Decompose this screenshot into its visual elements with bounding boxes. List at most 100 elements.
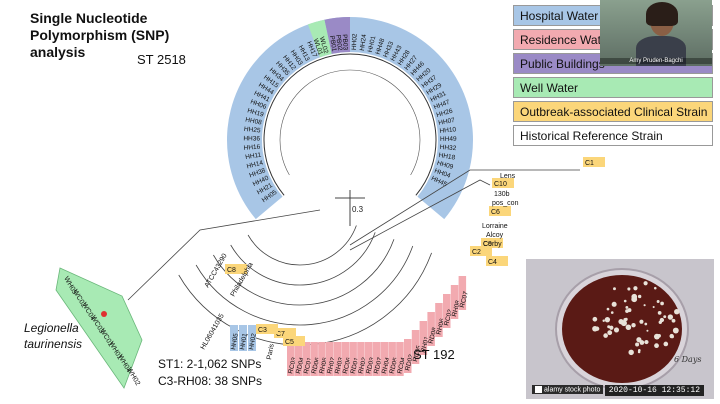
residence-box-RC02 [443,294,451,328]
tip-HH48-28: HH48 [375,37,387,55]
colony [643,281,648,286]
colony [644,322,648,326]
colony [604,316,611,323]
st192-arc-1 [230,232,376,286]
colony [609,325,614,330]
colony [652,305,655,309]
tip-Alcoy: Alcoy [486,232,504,239]
tip-HH01-27: HH01 [367,35,378,53]
colony [627,287,631,291]
tip-pos_con: pos_con [492,200,519,207]
clinical-box-C8 [225,264,247,274]
colony [623,299,627,303]
tip-HH10-41: HH10 [439,126,457,135]
tip-C4: C4 [488,259,497,266]
tip-RH05: RH05 [318,356,329,374]
snp-stats-c3: C3-RH08: 38 SNPs [158,374,263,388]
colony [659,317,665,323]
clinical-box-C9 [481,238,503,248]
tip-RH08: RH08 [451,299,462,317]
colony [592,325,598,332]
tip-RH03: RH03 [334,356,345,374]
residence-box-RD04 [294,342,303,376]
st192-arc-3 [195,245,414,326]
tip-RH07: RH07 [326,356,337,374]
colony [636,337,642,343]
tip-RC07: RC07 [459,290,470,308]
participant-hair-icon [646,2,678,26]
tip-RC04: RC04 [396,356,407,374]
colony [646,329,649,332]
residence-box-RH05 [318,342,326,376]
colony [653,286,657,290]
colony [663,315,667,319]
st2518-arc [263,53,437,196]
tip-RC06: RC06 [342,356,353,374]
residence-box-RD07 [372,342,381,376]
tip-RC01: RC01 [303,356,314,374]
tip-RH01: RH01 [420,335,431,353]
residence-box-RH06 [435,303,443,337]
st2518-inner-arc [279,69,421,176]
legend-reference-strain: Historical Reference Strain [513,125,713,146]
colony [613,327,620,333]
residence-box-RC07 [458,276,467,310]
tip-C6: C6 [491,209,500,216]
petri-dish-image [555,268,689,390]
tip-Corby: Corby [483,241,502,248]
colony [602,319,605,322]
st-192-label: ST 192 [413,347,455,362]
hospital-band [227,16,474,220]
tip-PB03: PB03 [341,34,349,51]
branch-c1 [349,169,580,246]
tip-HH11-5: HH11 [245,152,262,162]
tip-HH49-42: HH49 [440,136,457,143]
colony [631,293,638,300]
well-cluster-band [55,267,143,389]
residence-box-RH07 [326,342,334,376]
taurinensis-branch [127,209,321,301]
colony [671,318,676,323]
colony [663,341,669,347]
tip-HH08-9: HH08 [245,117,263,127]
tip-HH16-6: HH16 [243,144,260,152]
tip-RD06: RD06 [311,356,322,374]
tip-HH26-39: HH26 [436,108,454,119]
tip-RD03: RD03 [365,356,376,374]
colony [625,309,629,313]
participant-name: Amy Pruden-Bagchi [600,58,712,64]
residence-box-RH02 [357,342,365,376]
tip-RC03: RC03 [287,356,298,374]
colony [613,287,616,291]
tip-PB02: PB02 [334,34,343,51]
clinical-box-C4 [486,256,508,266]
colony [667,314,674,320]
clinical-box-C1 [583,157,605,167]
tip-RD07: RD07 [373,356,384,374]
colony [660,301,664,306]
participant-body-icon [636,36,686,66]
tip-C1: C1 [585,160,594,167]
colony [592,316,598,322]
handwriting-label: 6 Days [674,355,702,364]
residence-box-RD01 [349,342,357,376]
residence-box-RC04 [396,342,404,376]
tip-HH09-45: HH09 [436,160,454,171]
residence-box-RC03 [287,342,295,376]
colony [633,286,638,291]
tip-HH02-25: HH02 [351,33,359,50]
video-thumbnail[interactable]: Amy Pruden-Bagchi [600,0,712,66]
colony [625,324,632,331]
colony [625,305,629,309]
colony [631,323,636,328]
residence-box-RD06 [310,342,318,376]
clinical-box-C7 [274,328,296,338]
tip-C9: C9 [483,241,492,248]
tip-Paris: Paris [266,343,276,360]
colony [618,319,624,325]
legend-clinical-strain: Outbreak-associated Clinical Strain [513,101,713,122]
st192-hospital-box-HH05 [230,325,238,351]
tip-C8: C8 [227,267,236,274]
tip-130b: 130b [494,191,510,198]
residence-box-RD08 [427,312,435,346]
